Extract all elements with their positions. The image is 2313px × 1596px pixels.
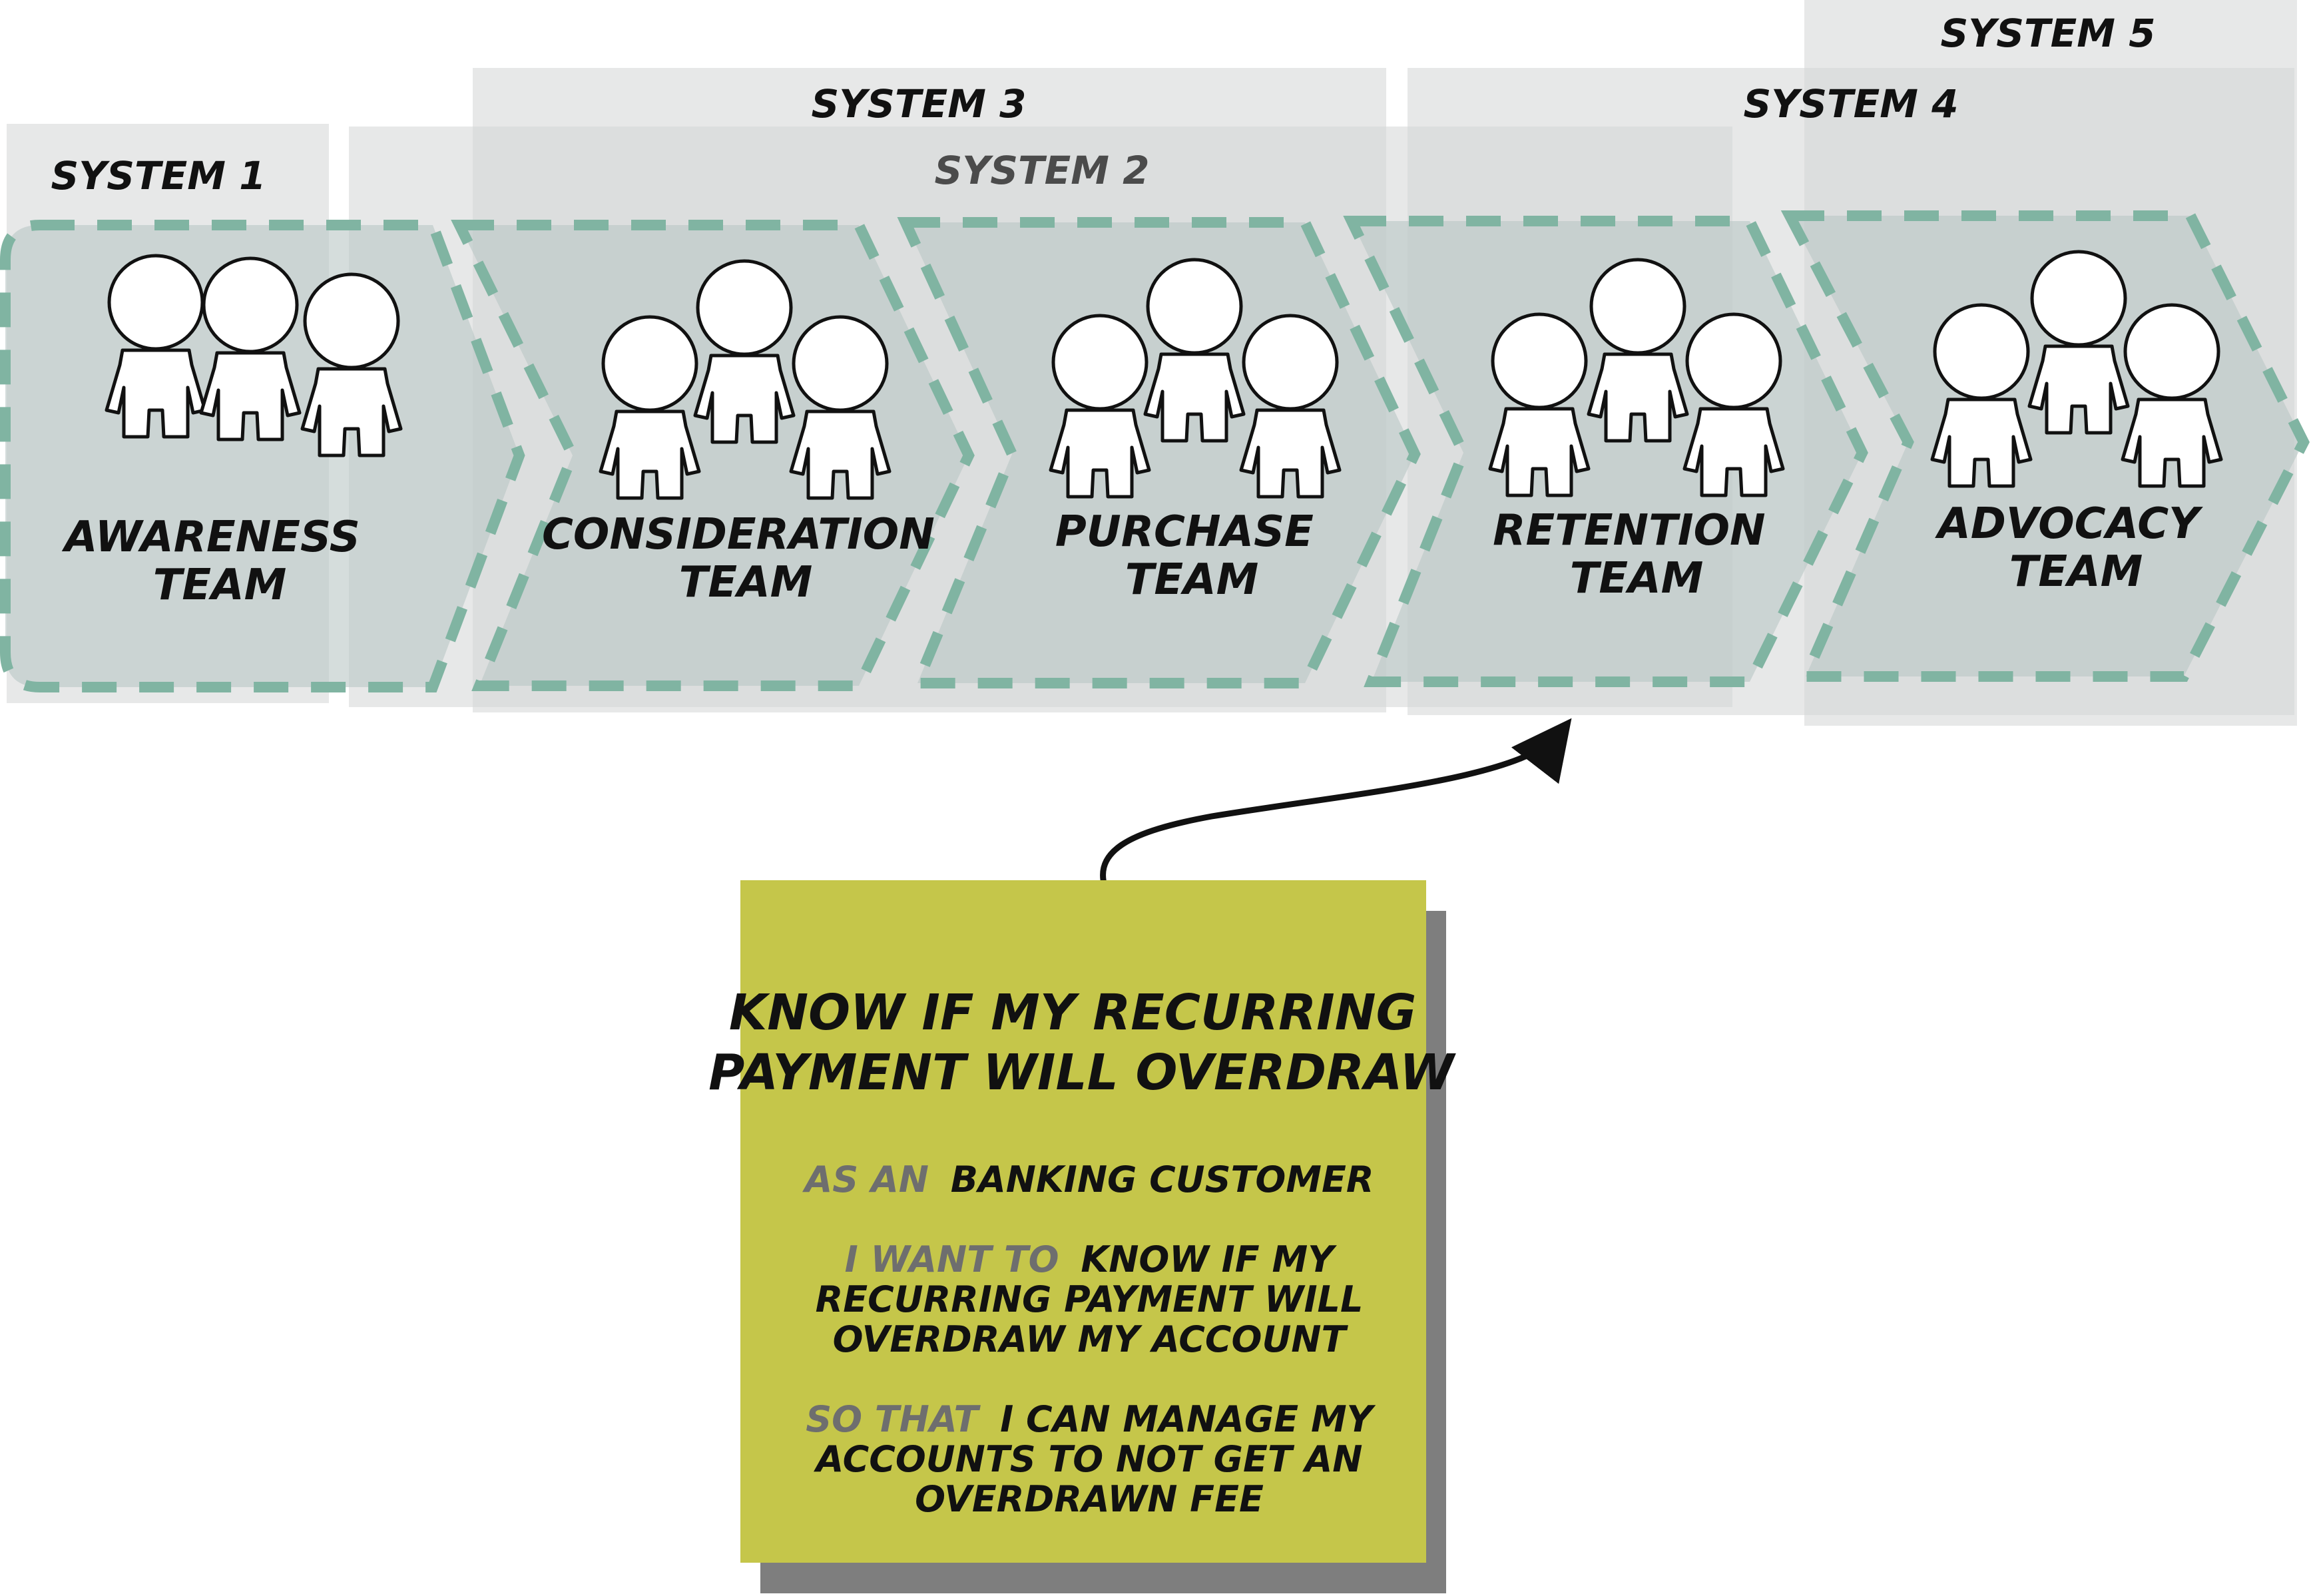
advocacy-line-1: ADVOCACY [1934, 499, 2203, 549]
purchase-team-label: PURCHASE TEAM [1055, 507, 1328, 605]
story-want-line-3: OVERDRAW MY ACCOUNT [833, 1318, 1349, 1360]
story-so-key: SO THAT [806, 1398, 981, 1440]
story-as-an: AS AN BANKING CUSTOMER [802, 1159, 1374, 1200]
purchase-line-2: TEAM [1125, 555, 1259, 605]
user-story-card-body [740, 880, 1426, 1563]
user-story-title-line-1: KNOW IF MY RECURRING [729, 984, 1417, 1041]
system-labels: SYSTEM 1 SYSTEM 2 SYSTEM 3 SYSTEM 4 SYST… [51, 11, 2156, 198]
story-so-that: SO THAT I CAN MANAGE MY [806, 1398, 1376, 1440]
awareness-line-2: TEAM [153, 561, 287, 610]
system-5-label: SYSTEM 5 [1941, 11, 2156, 56]
story-so-line-3: OVERDRAWN FEE [915, 1478, 1264, 1520]
purchase-line-1: PURCHASE [1055, 507, 1314, 557]
story-want-line-2: RECURRING PAYMENT WILL [816, 1278, 1364, 1320]
team-labels: AWARENESS TEAM CONSIDERATION TEAM PURCHA… [61, 499, 2214, 610]
story-want-value-1: KNOW IF MY [1081, 1238, 1337, 1280]
story-i-want-to: I WANT TO KNOW IF MY [845, 1238, 1338, 1280]
story-so-line-2: ACCOUNTS TO NOT GET AN [814, 1438, 1363, 1480]
connector-arrow [1100, 718, 1572, 900]
story-as-value: BANKING CUSTOMER [951, 1159, 1374, 1200]
system-4-label: SYSTEM 4 [1744, 81, 1959, 127]
advocacy-line-2: TEAM [2009, 547, 2143, 597]
system-1-label: SYSTEM 1 [51, 153, 266, 198]
story-want-key: I WANT TO [845, 1238, 1059, 1280]
consideration-team-label: CONSIDERATION TEAM [542, 510, 949, 607]
user-story-title: KNOW IF MY RECURRING PAYMENT WILL OVERDR… [708, 984, 1456, 1101]
retention-team-label: RETENTION TEAM [1493, 506, 1780, 603]
awareness-team-label: AWARENESS TEAM [61, 513, 375, 610]
user-story-card: KNOW IF MY RECURRING PAYMENT WILL OVERDR… [708, 880, 1456, 1593]
consideration-line-1: CONSIDERATION [542, 510, 935, 559]
user-story-title-line-2: PAYMENT WILL OVERDRAW [708, 1044, 1456, 1101]
awareness-line-1: AWARENESS [61, 513, 360, 562]
story-so-value-1: I CAN MANAGE MY [1000, 1398, 1376, 1440]
consideration-line-2: TEAM [679, 558, 813, 607]
system-2-label: SYSTEM 2 [935, 148, 1150, 193]
retention-line-2: TEAM [1570, 554, 1704, 603]
retention-line-1: RETENTION [1493, 506, 1765, 555]
advocacy-team-label: ADVOCACY TEAM [1934, 499, 2214, 597]
system-3-label: SYSTEM 3 [812, 81, 1027, 127]
story-as-key: AS AN [802, 1159, 929, 1200]
